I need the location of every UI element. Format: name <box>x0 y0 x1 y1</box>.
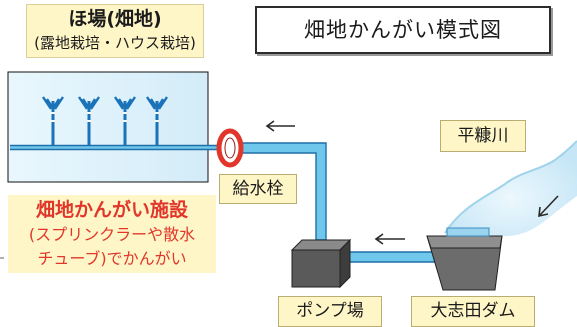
river-label: 平糠川 <box>440 120 526 152</box>
facility-line-2: チューブ)でかんがい <box>37 249 187 268</box>
dam-icon <box>426 227 503 291</box>
hydrant-ring-icon <box>216 128 244 168</box>
facility-note: 畑地かんがい施設 (スプリンクラーや散水 チューブ)でかんがい <box>8 195 216 273</box>
field-title: ほ場(畑地) <box>68 8 162 30</box>
flow-arrow-icon <box>538 195 559 218</box>
river-mist <box>445 141 577 236</box>
dam-label: 大志田ダム <box>411 296 535 327</box>
field-subtitle: (露地栽培・ハウス栽培) <box>34 34 196 52</box>
field-panel <box>7 71 209 183</box>
diagram-title: 畑地かんがい模式図 <box>255 6 551 54</box>
hydrant-label: 給水栓 <box>219 174 297 204</box>
flow-arrow-icon <box>265 120 295 132</box>
pump-box-icon <box>290 238 352 289</box>
facility-line-1: (スプリンクラーや散水 <box>28 225 196 244</box>
sprinkler-row <box>42 96 168 145</box>
flow-arrow-icon <box>374 233 405 245</box>
sprinkler-icon <box>42 96 64 145</box>
river-mist-outline <box>444 140 577 234</box>
facility-title: 畑地かんがい施設 <box>35 199 188 221</box>
field-label-box: ほ場(畑地) (露地栽培・ハウス栽培) <box>26 4 204 58</box>
pump-station-label: ポンプ場 <box>278 296 382 327</box>
sprinkler-icon <box>114 96 136 145</box>
sprinkler-icon <box>78 96 100 145</box>
sprinkler-icon <box>146 96 168 145</box>
